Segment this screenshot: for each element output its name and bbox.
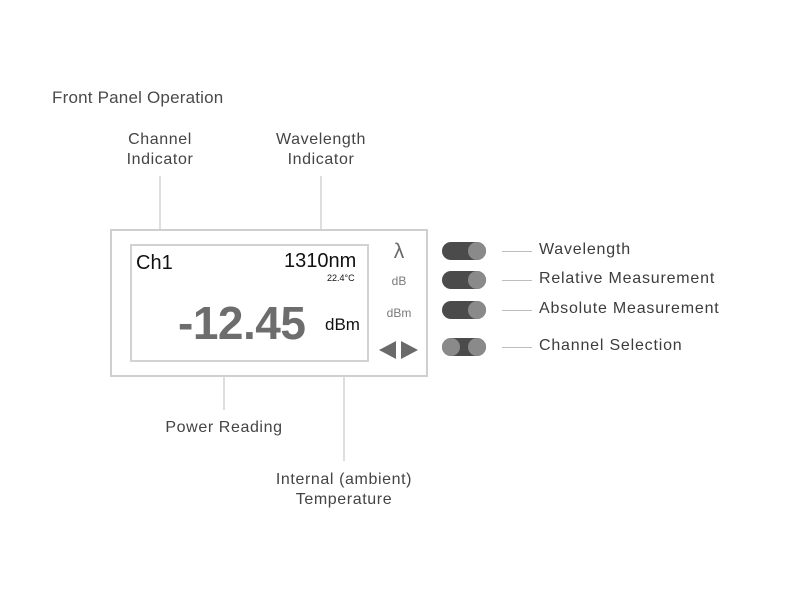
relative-measurement-toggle[interactable] [442,271,486,289]
toggle-knob-right [468,338,486,356]
power-readout: -12.45 [178,297,306,349]
power-unit: dBm [325,315,360,334]
power-reading-callout: Power Reading [165,419,283,436]
absolute-measurement-toggle[interactable] [442,301,486,319]
wavelength-button-label: Wavelength [539,241,631,258]
wavelength-button-leader [502,251,532,252]
channel-indicator-callout-line1: Channel [128,131,192,148]
relative-button-leader [502,280,532,281]
temperature-readout: 22.4°C [327,273,355,283]
toggle-knob-left [442,338,460,356]
absolute-button-leader [502,310,532,311]
wavelength-readout: 1310nm [284,250,357,272]
lambda-icon: λ [393,240,405,263]
absolute-dbm-label: dBm [386,306,412,320]
lcd-screen [130,244,369,362]
channel-button-leader [502,347,532,348]
page-title: Front Panel Operation [52,88,224,107]
channel-readout: Ch1 [136,252,173,274]
relative-measurement-button-label: Relative Measurement [539,270,716,287]
channel-selection-button-label: Channel Selection [539,337,683,354]
internal-temperature-callout: Internal (ambient) Temperature [254,470,434,510]
left-right-arrows-icon [379,341,418,359]
absolute-measurement-button-label: Absolute Measurement [539,300,720,317]
internal-temperature-callout-line1: Internal (ambient) [275,471,413,488]
wavelength-toggle[interactable] [442,242,486,260]
toggle-knob [468,271,486,289]
internal-temperature-callout-line2: Temperature [295,491,393,508]
wavelength-indicator-callout-line1: Wavelength [276,131,366,148]
relative-db-label: dB [391,274,407,288]
toggle-knob [468,242,486,260]
channel-selection-toggle[interactable] [442,338,486,356]
toggle-knob [468,301,486,319]
channel-indicator-callout-line2: Indicator [126,151,194,168]
channel-indicator-callout: Channel Indicator [110,130,210,170]
wavelength-indicator-callout: Wavelength Indicator [261,130,381,170]
wavelength-indicator-callout-line2: Indicator [287,151,355,168]
